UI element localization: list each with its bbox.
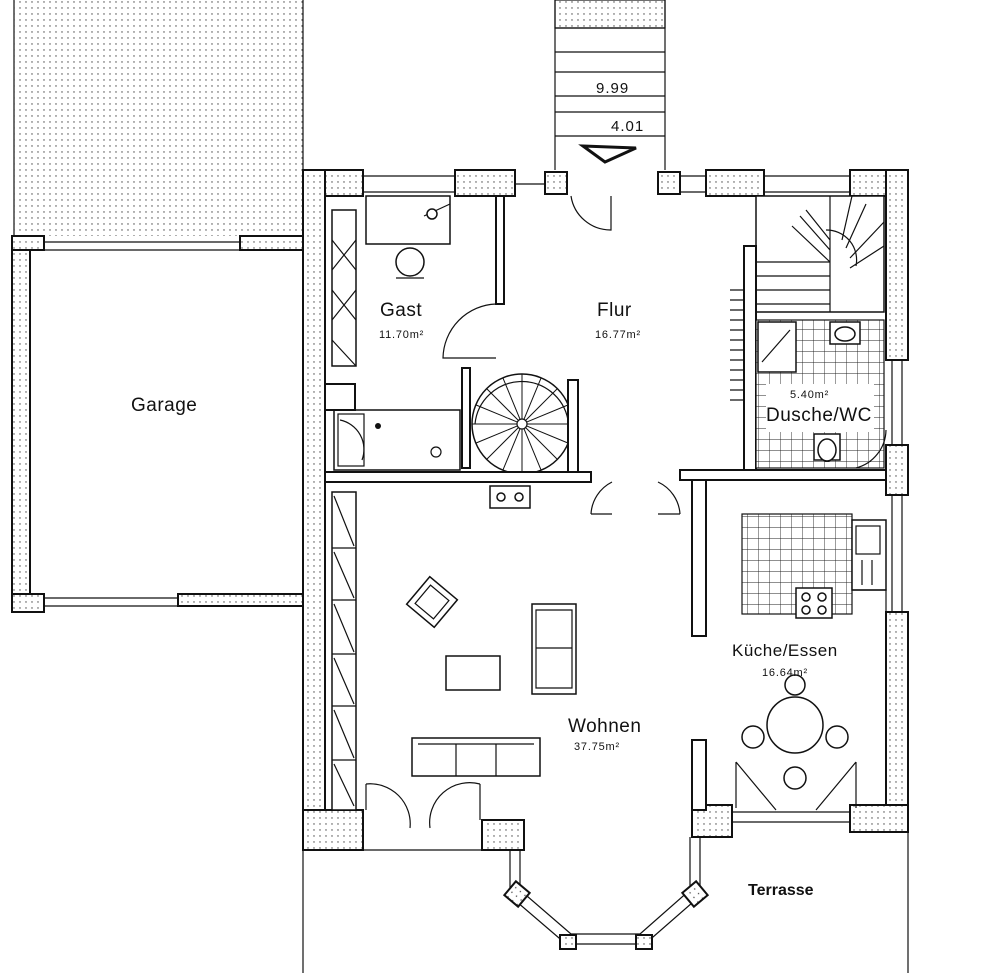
- room-area-dusche: 5.40m²: [790, 389, 829, 401]
- stair-step: [486, 388, 519, 421]
- bay-window: [502, 837, 710, 950]
- room-gast: Gast 11.70m²: [324, 195, 505, 471]
- room-label-dusche: Dusche/WC: [766, 405, 872, 426]
- stair-step: [475, 404, 518, 423]
- stair-step: [525, 427, 558, 460]
- stair-step: [475, 425, 518, 444]
- room-area-flur: 16.77m²: [595, 329, 641, 341]
- stair-block: [755, 195, 885, 313]
- garage-forecourt: [14, 0, 303, 236]
- room-dusche-wc: 5.40m² Dusche/WC: [730, 195, 887, 471]
- room-label-gast: Gast: [380, 300, 422, 321]
- stair-step: [502, 428, 521, 471]
- room-wohnen: Wohnen 37.75m²: [331, 491, 641, 829]
- stair-step: [486, 427, 519, 460]
- room-area-wohnen: 37.75m²: [574, 741, 620, 753]
- garage: Garage: [11, 0, 304, 613]
- spiral-stair: [471, 373, 573, 475]
- dimension-top: 9.99: [596, 80, 629, 97]
- area-label-bg-dusche: [766, 384, 874, 432]
- stair-step: [525, 388, 558, 421]
- entrance-arrow-icon: [578, 144, 637, 164]
- outer-walls: [302, 169, 909, 851]
- stair-step: [526, 425, 569, 444]
- entrance-steps: 9.99 4.01: [554, 0, 666, 170]
- room-label-garage: Garage: [131, 395, 197, 416]
- room-area-kueche: 16.64m²: [762, 667, 808, 679]
- middle-walls: [324, 469, 887, 515]
- terrasse: Terrasse: [302, 832, 909, 973]
- stair-step: [526, 404, 569, 423]
- room-label-wohnen: Wohnen: [568, 716, 641, 737]
- room-kueche-essen: Küche/Essen 16.64m²: [691, 479, 887, 811]
- stair-step: [523, 428, 542, 471]
- room-label-terrasse: Terrasse: [748, 882, 814, 899]
- room-label-kueche: Küche/Essen: [732, 641, 838, 660]
- room-area-gast: 11.70m²: [379, 329, 424, 341]
- room-label-flur: Flur: [597, 300, 632, 321]
- room-flur: Flur 16.77m²: [471, 195, 641, 475]
- dimension-bottom: 4.01: [611, 118, 644, 135]
